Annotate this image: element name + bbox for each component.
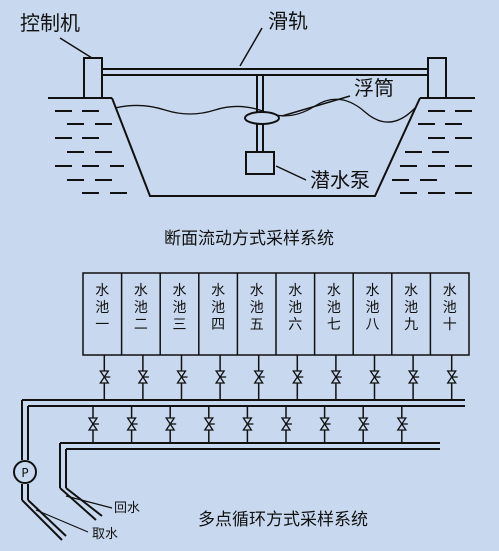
tank-label-char: 二: [134, 317, 148, 333]
rail-leader-line: [239, 27, 263, 67]
controller-label: 控制机: [20, 11, 80, 35]
circulation-pump-icon: [13, 460, 37, 484]
lower-valve-group: [87, 406, 408, 443]
rail-label: 滑轨: [268, 9, 308, 33]
return-label: 回水: [114, 501, 140, 516]
controller-leader-line: [59, 37, 93, 59]
tank-label-char: 池: [288, 300, 302, 316]
tank-label-char: 十: [443, 317, 457, 333]
tank-label-char: 水: [443, 283, 457, 299]
tank-label-char: 池: [327, 300, 341, 316]
tank-label-char: 池: [173, 300, 187, 316]
tank-label-char: 水: [327, 283, 341, 299]
tank-label-char: 七: [327, 317, 341, 333]
tank-label-char: 池: [404, 300, 418, 316]
submersible-pump: [245, 151, 275, 175]
float-leader-line: [281, 95, 351, 117]
tank-label-char: 池: [95, 300, 109, 316]
return-leader-line: [65, 495, 113, 509]
float-buoy: [244, 111, 280, 125]
lower-branch-valve-icon[interactable]: [396, 417, 408, 431]
return-diagonal-inner: [65, 487, 103, 517]
upper-branch-valve-icon[interactable]: [407, 370, 420, 384]
lower-branch-valve-icon[interactable]: [164, 417, 177, 431]
upper-branch-valve-icon[interactable]: [330, 370, 342, 384]
bottom-caption: 多点循环方式采样系统: [198, 510, 368, 530]
tank-label-char: 五: [250, 317, 264, 333]
intake-diagonal-outer: [21, 499, 63, 541]
tank-label-char: 池: [366, 300, 380, 316]
float-label: 浮筒: [354, 76, 394, 100]
upper-branch-valve-icon[interactable]: [446, 370, 458, 384]
lower-branch-valve-icon[interactable]: [357, 417, 370, 431]
tank-label-char: 三: [173, 317, 187, 333]
left-controller-post: [83, 57, 103, 99]
intake-diagonal-inner: [27, 499, 67, 537]
tank-label-char: 水: [134, 283, 148, 299]
right-controller-post: [427, 57, 447, 99]
tank-label-char: 八: [366, 317, 380, 333]
left-water-dashes: [55, 110, 127, 194]
tank-label-char: 池: [250, 300, 264, 316]
lower-branch-valve-icon[interactable]: [280, 417, 292, 431]
tank-label-char: 池: [443, 300, 457, 316]
upper-branch-valve-icon[interactable]: [369, 370, 381, 384]
tank-label-char: 水: [173, 283, 187, 299]
top-caption: 断面流动方式采样系统: [164, 229, 334, 249]
lower-branch-valve-icon[interactable]: [203, 417, 215, 431]
tank-label-char: 池: [134, 300, 148, 316]
tank-label-char: 水: [366, 283, 380, 299]
intake-leader-line: [35, 509, 89, 533]
upper-branch-valve-icon[interactable]: [137, 370, 149, 384]
channel-profile: [111, 97, 421, 197]
tank-label-char: 一: [95, 317, 109, 333]
upper-branch-valve-icon[interactable]: [253, 370, 265, 384]
tank-label-char: 四: [211, 317, 225, 333]
lower-branch-valve-icon[interactable]: [242, 417, 254, 431]
upper-branch-valve-icon[interactable]: [99, 370, 111, 384]
upper-valve-group: [99, 355, 458, 400]
pump-leader-line: [275, 165, 307, 181]
upper-branch-valve-icon[interactable]: [214, 370, 227, 384]
tank-label-char: 水: [250, 283, 264, 299]
lower-branch-valve-icon[interactable]: [319, 417, 331, 431]
tank-label-char: 池: [211, 300, 225, 316]
intake-label: 取水: [92, 527, 118, 542]
tank-label-char: 水: [404, 283, 418, 299]
pump-label: 潜水泵: [310, 168, 370, 192]
return-diagonal-outer: [59, 487, 97, 521]
cross-section-diagram: 控制机 滑轨 浮筒 潜水泵: [20, 9, 475, 249]
lower-branch-valve-icon[interactable]: [87, 417, 99, 431]
upper-branch-valve-icon[interactable]: [176, 370, 188, 384]
tank-label-char: 水: [211, 283, 225, 299]
tank-label-char: 九: [404, 317, 418, 333]
tank-label-char: 水: [95, 283, 109, 299]
lower-branch-valve-icon[interactable]: [126, 417, 138, 431]
right-water-dashes: [392, 110, 472, 194]
pump-symbol: P: [21, 466, 28, 480]
tank-label-char: 六: [288, 317, 302, 333]
tank-label-char: 水: [288, 283, 302, 299]
upper-branch-valve-icon[interactable]: [292, 370, 304, 384]
